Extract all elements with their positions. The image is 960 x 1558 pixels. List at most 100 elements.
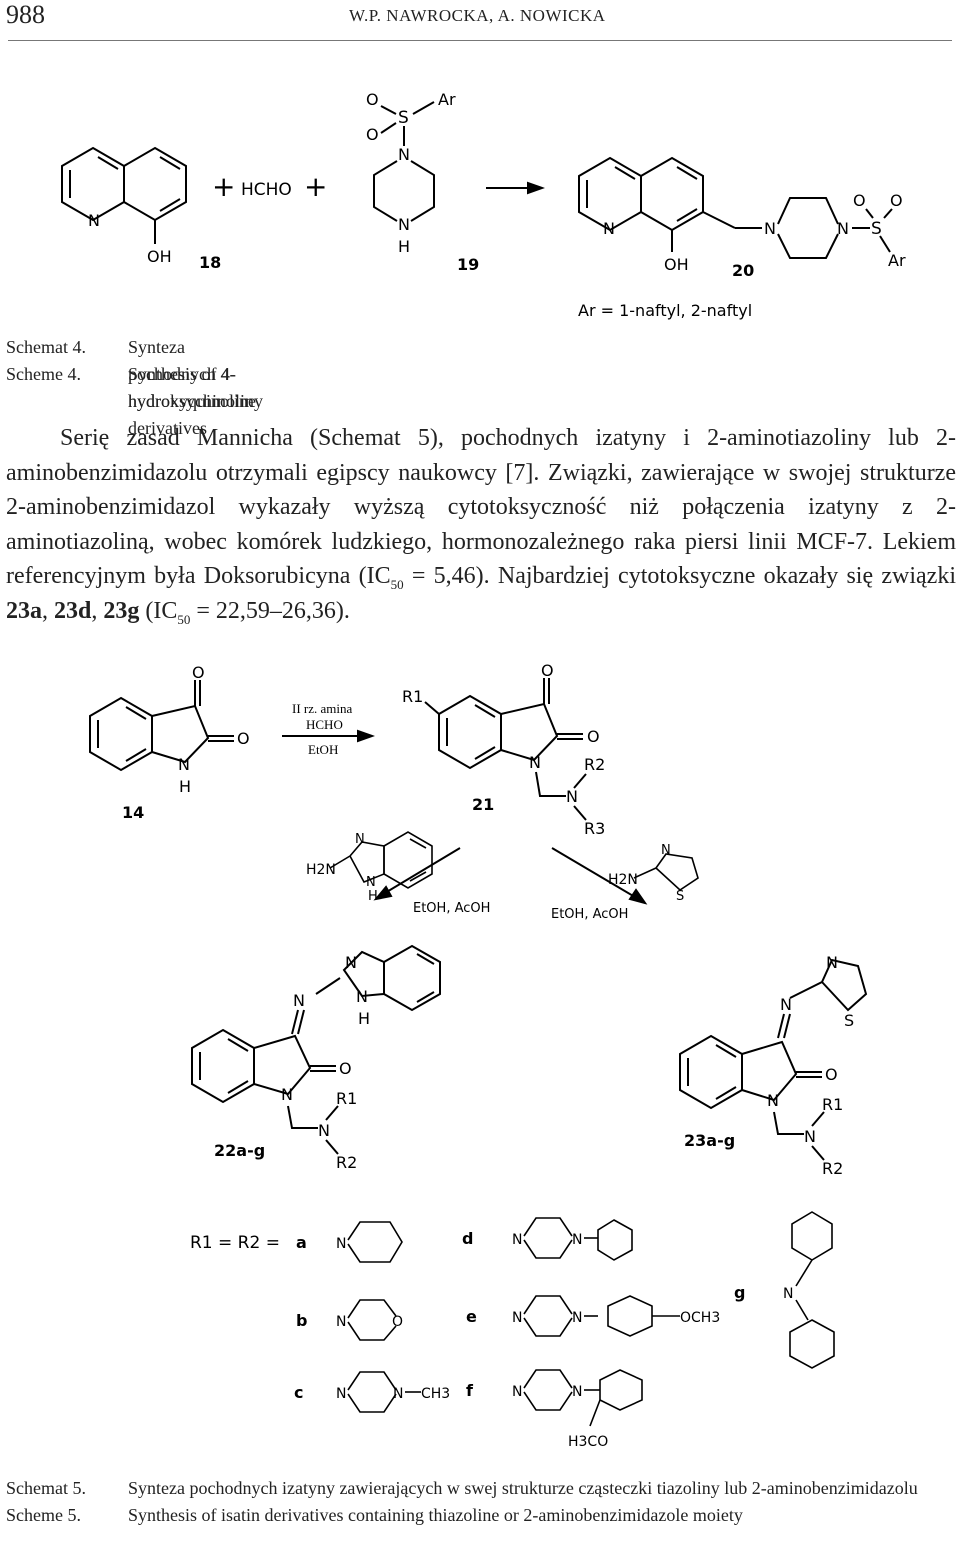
label-d: d <box>462 1229 473 1248</box>
atom-n-2: N <box>529 753 541 772</box>
running-header-authors: W.P. NAWROCKA, A. NOWICKA <box>349 6 606 25</box>
compound-ref-23d: 23d <box>54 597 92 624</box>
scheme-4-caption-en-text: Synthesis of 4-hydroxyquinoline derivati… <box>128 364 256 438</box>
substituent-header: R1 = R2 = <box>190 1233 280 1253</box>
scheme-4-label-pl: Schemat 4. <box>6 337 86 357</box>
atom-n-f2: N <box>572 1384 582 1400</box>
scheme-4-label-en: Scheme 4. <box>6 364 81 384</box>
atom-n-8: N <box>356 987 368 1006</box>
separator: , <box>42 597 54 624</box>
atom-h-2: H <box>368 889 378 904</box>
atom-n-14: N <box>767 1091 779 1110</box>
compound-ref-23g: 23g <box>103 597 140 624</box>
molecule-23: N S N O N N R1 R2 23a-g <box>679 953 868 1178</box>
och3-label: OCH3 <box>680 1310 720 1326</box>
atom-s-2: S <box>871 219 882 239</box>
atom-o-2: O <box>366 125 379 144</box>
ic50-subscript-2: 50 <box>177 611 191 627</box>
ar-note: Ar = 1-naftyl, 2-naftyl <box>578 301 752 320</box>
atom-n-c: N <box>336 1386 346 1402</box>
reagent-hcho: HCHO <box>241 180 292 200</box>
label-b: b <box>296 1311 307 1330</box>
h2n-label: H2N <box>306 862 336 878</box>
r3-label: R3 <box>584 819 605 838</box>
scheme-5-caption-en: Synthesis of isatin derivatives containi… <box>128 1505 743 1525</box>
condition-etoh-acoh: EtOH, AcOH <box>413 901 490 916</box>
atom-o-4: O <box>587 727 600 746</box>
scheme-5-label-pl: Schemat 5. <box>6 1478 86 1498</box>
paragraph-text: Serię zasad Mannicha (Schemat 5), pochod… <box>6 425 956 589</box>
atom-h: H <box>398 237 410 256</box>
molecule-18: N OH 18 <box>61 146 221 272</box>
condition-amine: II rz. amina <box>292 701 353 716</box>
atom-ar: Ar <box>438 90 456 109</box>
atom-n: N <box>178 755 190 774</box>
r2-label-2: R2 <box>336 1153 357 1172</box>
molecule-20: N OH 20 N N S O O Ar <box>578 156 906 280</box>
r2-label: R2 <box>584 755 605 774</box>
r2-label-3: R2 <box>822 1159 843 1178</box>
compound-21-label: 21 <box>472 795 494 814</box>
scheme-4-drawing: N OH 18 + HCHO + O O S Ar N N H 19 N OH … <box>61 90 906 320</box>
r1-label-3: R1 <box>822 1095 843 1114</box>
atom-n-6: N <box>661 843 671 858</box>
atom-n-4: N <box>603 219 615 238</box>
scheme-5-caption: Schemat 5. Synteza pochodnych izatyny za… <box>6 1476 956 1528</box>
scheme-4-caption-pl: Synteza pochodnych 4-hydroksychinoliny <box>128 337 263 411</box>
atom-o-3: O <box>853 191 866 210</box>
body-paragraph: Serię zasad Mannicha (Schemat 5), pochod… <box>6 421 956 628</box>
atom-n-d2: N <box>572 1232 582 1248</box>
compound-19-label: 19 <box>457 255 479 274</box>
atom-n-g: N <box>783 1286 793 1302</box>
atom-n-10: N <box>281 1085 293 1104</box>
atom-h: H <box>179 777 191 796</box>
atom-n-c2: N <box>393 1386 403 1402</box>
ch3-label: CH3 <box>421 1386 450 1402</box>
atom-o: O <box>366 90 379 109</box>
atom-o: O <box>192 663 205 682</box>
label-f: f <box>466 1381 474 1400</box>
atom-s: S <box>398 108 409 128</box>
molecule-21: R1 O O N N R2 R3 21 <box>402 661 605 838</box>
scheme-5-drawing: O O N H 14 II rz. amina HCHO EtOH R1 O O… <box>89 661 868 1450</box>
compound-14-label: 14 <box>122 803 144 822</box>
atom-o-2: O <box>237 729 250 748</box>
ic50-subscript: 50 <box>390 577 404 592</box>
atom-s: S <box>676 889 684 904</box>
atom-h-3: H <box>358 1009 370 1028</box>
atom-n-9: N <box>293 991 305 1010</box>
aminothiazoline-reagent: H2N N S EtOH, AcOH <box>551 843 699 922</box>
atom-n-e: N <box>512 1310 522 1326</box>
atom-n-11: N <box>318 1121 330 1140</box>
atom-o-5: O <box>339 1059 352 1078</box>
atom-n-d: N <box>512 1232 522 1248</box>
h2n-label-2: H2N <box>608 872 638 888</box>
h3co-label: H3CO <box>568 1434 608 1450</box>
label-c: c <box>294 1383 303 1402</box>
molecule-19: O O S Ar N N H 19 <box>366 90 479 274</box>
paragraph-end: = 22,59–26,36). <box>190 597 350 624</box>
paragraph-text-2: = 5,46). Najbardziej cytotoksyczne okaza… <box>403 563 956 589</box>
atom-o-b: O <box>392 1314 403 1330</box>
atom-n-3: N <box>566 787 578 806</box>
separator-2: , <box>91 597 104 624</box>
compound-ref-23a: 23a <box>6 597 42 624</box>
compound-22-label: 22a-g <box>214 1141 265 1160</box>
page-number: 988 <box>6 0 45 29</box>
paragraph-ic: (IC <box>139 597 178 624</box>
r1-label-2: R1 <box>336 1089 357 1108</box>
molecule-22: N N H N O N N R1 R2 22a-g <box>191 944 441 1172</box>
atom-o-3: O <box>541 661 554 680</box>
condition-etoh-acoh-2: EtOH, AcOH <box>551 907 628 922</box>
atom-o-4: O <box>890 191 903 210</box>
atom-oh-2: OH <box>664 255 689 274</box>
atom-n-2: N <box>398 145 410 164</box>
plus-sign-2: + <box>304 170 327 203</box>
atom-s-2: S <box>844 1011 854 1030</box>
condition-hcho: HCHO <box>306 717 343 732</box>
atom-n-f: N <box>512 1384 522 1400</box>
atom-n-5: N <box>366 875 376 890</box>
atom-n-6: N <box>837 219 849 238</box>
atom-n-e2: N <box>572 1310 582 1326</box>
aminobenzimidazole-reagent: H2N N N H EtOH, AcOH <box>306 831 490 916</box>
